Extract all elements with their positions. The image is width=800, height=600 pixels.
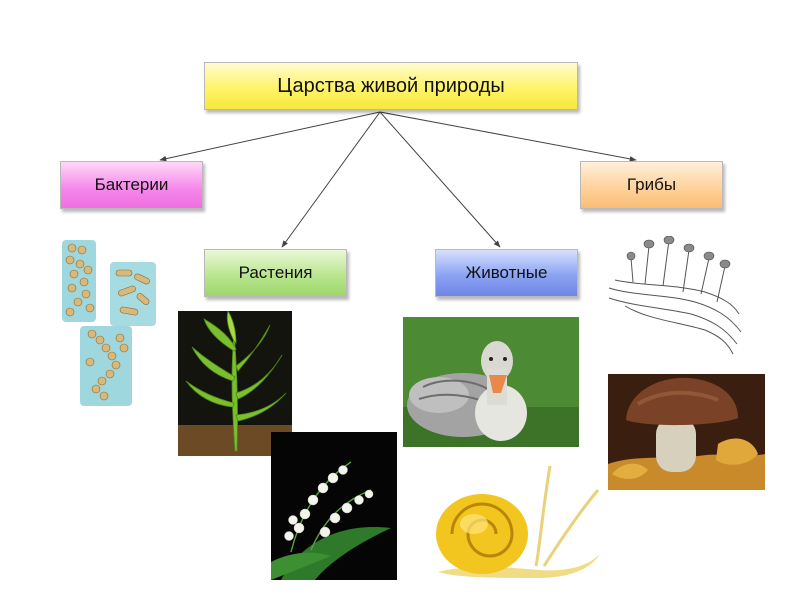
mold-drawing-image	[605, 236, 743, 358]
kingdom-box-fungi: Грибы	[580, 161, 723, 209]
arrow-to-plants	[282, 112, 380, 247]
arrow-to-fungi	[380, 112, 636, 160]
kingdom-label-fungi: Грибы	[627, 175, 676, 195]
lily-of-the-valley-image	[271, 432, 397, 580]
arrow-to-animals	[380, 112, 500, 247]
arrow-to-bacteria	[160, 112, 380, 160]
kingdom-label-bacteria: Бактерии	[95, 175, 169, 195]
goose-image	[403, 317, 579, 447]
bacteria-image	[56, 238, 168, 408]
mushroom-image	[608, 374, 765, 490]
snail-image	[418, 454, 602, 582]
kingdom-box-plants: Растения	[204, 249, 347, 297]
kingdom-label-animals: Животные	[466, 263, 548, 283]
kingdom-box-bacteria: Бактерии	[60, 161, 203, 209]
kingdom-label-plants: Растения	[239, 263, 313, 283]
root-node-label: Царства живой природы	[277, 75, 505, 98]
root-node-box: Царства живой природы	[204, 62, 578, 110]
kingdom-box-animals: Животные	[435, 249, 578, 297]
